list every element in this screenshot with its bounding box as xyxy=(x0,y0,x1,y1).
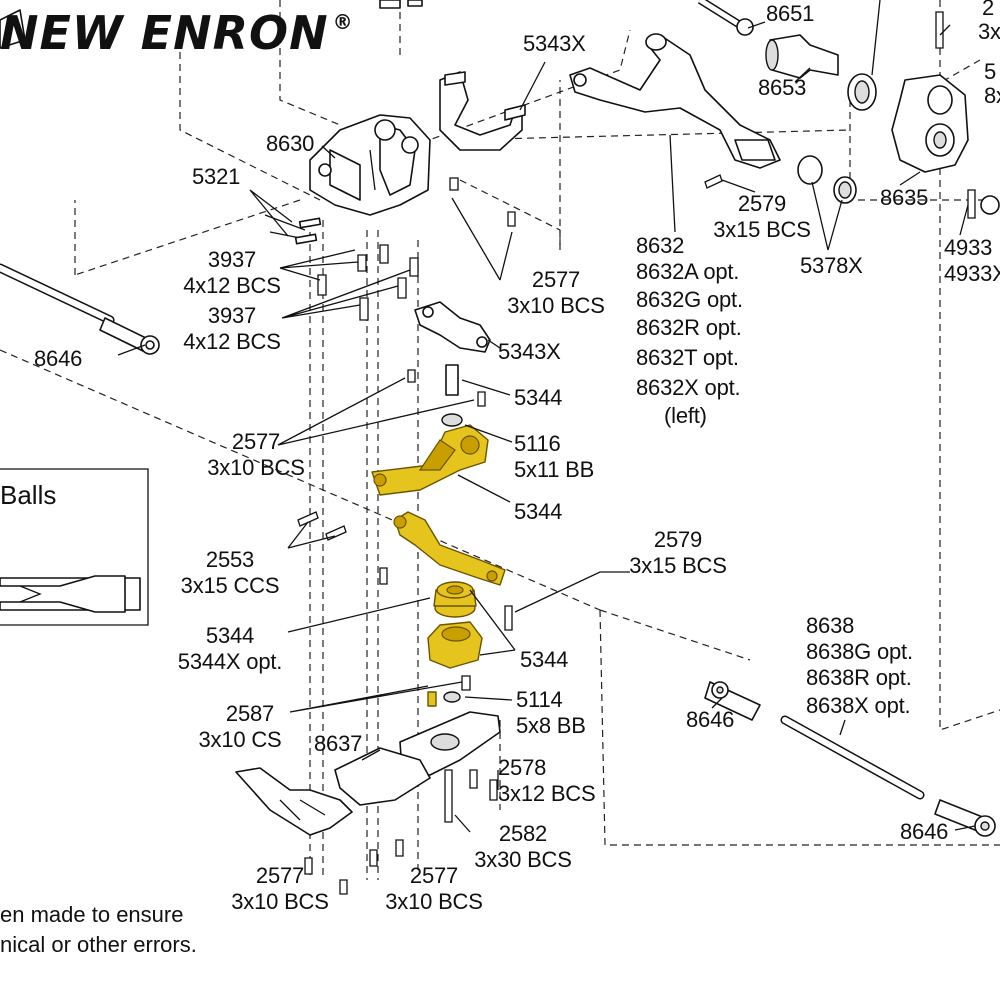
part-label-8632g: 8632G opt. xyxy=(636,287,743,312)
part-label-2553: 2553 xyxy=(205,547,255,572)
skid-plate-8637 xyxy=(235,711,501,836)
part-label-5343x-top: 5343X xyxy=(523,31,586,56)
part-label-8638r: 8638R opt. xyxy=(806,665,912,690)
disclaimer-line-1: en made to ensure xyxy=(0,902,184,927)
balls-inset-box xyxy=(0,468,149,626)
part-label-5114-sub: 5x8 BB xyxy=(516,713,586,738)
part-label-2579-b-sub: 3x15 BCS xyxy=(629,553,727,578)
part-label-2582-sub: 3x30 BCS xyxy=(474,847,572,872)
disclaimer-line-2: nical or other errors. xyxy=(0,932,197,957)
part-label-8632a: 8632A opt. xyxy=(636,259,740,284)
part-label-5378x: 5378X xyxy=(800,253,863,278)
part-label-2579-a: 2579 xyxy=(737,191,787,216)
part-label-3937-b-sub: 4x12 BCS xyxy=(183,329,281,354)
part-label-2579-b: 2579 xyxy=(653,527,703,552)
left-rod xyxy=(0,263,160,355)
screws-bottom xyxy=(304,769,498,895)
part-label-8646-right: 8646 xyxy=(900,819,949,844)
clip-rings-5378x xyxy=(704,155,857,204)
part-label-2577-a-sub: 3x10 BCS xyxy=(507,293,605,318)
part-label-2577-d: 2577 xyxy=(409,863,459,888)
part-label-2577-d-sub: 3x10 BCS xyxy=(385,889,483,914)
part-label-3937-a: 3937 xyxy=(207,247,257,272)
part-label-8632-left: (left) xyxy=(664,403,707,428)
part-label-8638: 8638 xyxy=(806,613,855,638)
part-label-5344-b: 5344 xyxy=(514,499,563,524)
part-label-5344-c-sub: 5344X opt. xyxy=(177,649,283,674)
part-label-8637: 8637 xyxy=(314,731,363,756)
part-label-2587: 2587 xyxy=(225,701,275,726)
part-label-3937-b: 3937 xyxy=(207,303,257,328)
part-label-2578: 2578 xyxy=(498,755,547,780)
part-label-5343x-mid: 5343X xyxy=(498,339,561,364)
dashed-guide-lines xyxy=(0,0,1000,880)
part-label-5116: 5116 xyxy=(514,431,561,456)
part-label-topright-partial-top: 2 xyxy=(982,0,995,20)
part-label-5116-sub: 5x11 BB xyxy=(514,457,595,482)
leader-lines xyxy=(117,21,976,833)
post-and-screws xyxy=(407,364,486,427)
part-label-topright-partial-2b: 8x xyxy=(984,83,1000,108)
part-label-8646-left: 8646 xyxy=(34,346,83,371)
part-label-4933x: 4933X xyxy=(944,261,1000,286)
bulkhead-8630 xyxy=(309,114,431,216)
part-label-5344-d: 5344 xyxy=(520,647,569,672)
part-label-2577-c-sub: 3x10 BCS xyxy=(231,889,329,914)
rod-8638 xyxy=(704,681,996,837)
middle-bracket-5343x xyxy=(414,301,491,353)
brand-logo: NEW ENRON® xyxy=(0,6,354,60)
part-label-8635: 8635 xyxy=(880,185,929,210)
part-label-8638g: 8638G opt. xyxy=(806,639,913,664)
part-label-2577-b-sub: 3x10 BCS xyxy=(207,455,305,480)
part-label-8646-mid: 8646 xyxy=(686,707,735,732)
screws-middle xyxy=(297,511,513,703)
part-label-8632t: 8632T opt. xyxy=(636,345,739,370)
carrier-8635 xyxy=(891,74,969,173)
part-label-2577-a: 2577 xyxy=(531,267,581,292)
part-label-3937-a-sub: 4x12 BCS xyxy=(183,273,281,298)
part-label-8632: 8632 xyxy=(636,233,685,258)
part-label-5114: 5114 xyxy=(516,687,563,712)
upper-bracket-5343x xyxy=(439,71,526,151)
part-label-5344-a: 5344 xyxy=(514,385,563,410)
part-label-8630: 8630 xyxy=(266,131,315,156)
part-label-8632r: 8632R opt. xyxy=(636,315,742,340)
part-label-2582: 2582 xyxy=(498,821,548,846)
part-label-8653: 8653 xyxy=(758,75,807,100)
part-label-8638x: 8638X opt. xyxy=(806,693,911,718)
part-label-topright-partial-2a: 5 xyxy=(984,59,997,84)
part-label-topright-partial-1: 3x xyxy=(978,19,1000,44)
ball-stud-4933 xyxy=(967,189,1000,219)
part-label-2578-sub: 3x12 BCS xyxy=(498,781,596,806)
part-label-2577-b: 2577 xyxy=(231,429,281,454)
part-label-5344-c: 5344 xyxy=(205,623,255,648)
drive-shaft-parts xyxy=(697,0,944,111)
part-label-8632x: 8632X opt. xyxy=(636,375,741,400)
inset-title: Balls xyxy=(0,480,57,510)
part-label-2577-c: 2577 xyxy=(255,863,305,888)
part-label-2587-sub: 3x10 CS xyxy=(198,727,282,752)
part-label-8651: 8651 xyxy=(766,1,815,26)
part-label-4933: 4933 xyxy=(944,235,993,260)
a-arm-8632 xyxy=(569,33,781,169)
part-label-5321: 5321 xyxy=(192,164,241,189)
screws-top xyxy=(264,177,516,321)
part-label-2579-a-sub: 3x15 BCS xyxy=(713,217,811,242)
top-center-parts xyxy=(0,0,423,49)
part-label-2553-sub: 3x15 CCS xyxy=(180,573,280,598)
gold-parts xyxy=(371,424,506,707)
